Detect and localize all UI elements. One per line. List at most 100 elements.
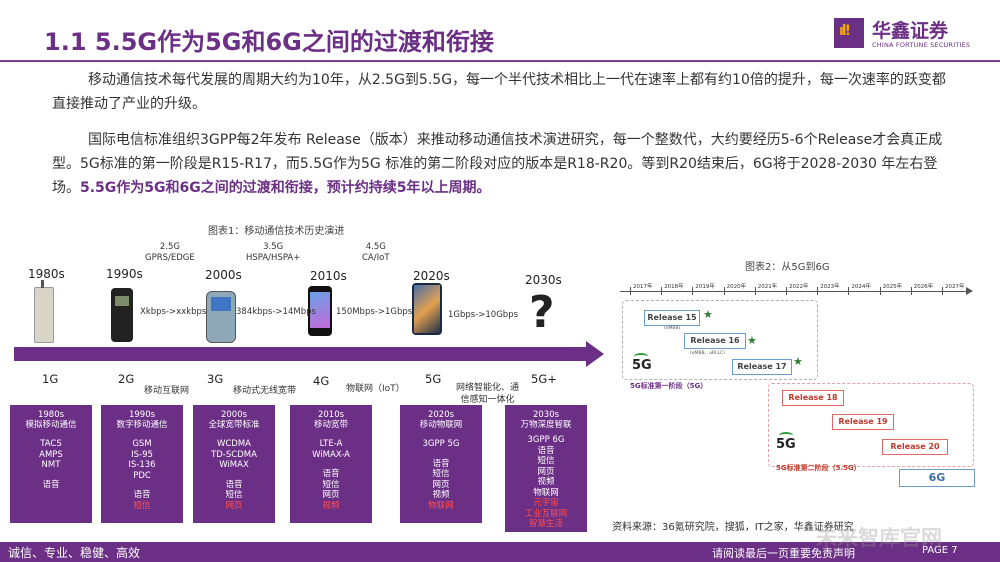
year-label: 2024年: [851, 284, 871, 290]
card-app: 短信: [432, 469, 450, 479]
star-icon: ★: [747, 334, 757, 347]
year-tick: [661, 287, 663, 295]
fiveg-logo-1: 5G: [632, 358, 652, 373]
era-1990s: 1990s: [106, 267, 143, 281]
card-standard: GSM: [132, 439, 152, 449]
year-tick: [848, 287, 850, 295]
std-top-2-5g-l2: GPRS/EDGE: [145, 253, 195, 263]
footer-slogan: 诚信、专业、稳健、高效: [8, 546, 141, 560]
card-app: 语音: [537, 445, 555, 456]
page-header: 1.1 5.5G作为5G和6G之间的过渡和衔接 ıl! 华鑫证券 CHINA F…: [0, 0, 1000, 62]
card-title: 移动物联网: [419, 420, 463, 430]
year-label: 2019年: [695, 284, 715, 290]
phone-2010s-icon: [308, 286, 332, 336]
card-app: 短信: [322, 479, 340, 490]
gen-1g: 1G: [42, 372, 59, 386]
card-title: 全球宽带标准: [208, 420, 260, 430]
phone-1980s-icon: [34, 280, 54, 343]
year-tick: [630, 287, 631, 295]
release-16: Release 16: [684, 333, 746, 349]
std-top-4-5g: 4.5G CA/IoT: [362, 242, 390, 264]
card-app: 语音: [432, 458, 450, 469]
year-tick: [786, 287, 787, 295]
card-app-new: 视频: [322, 500, 340, 511]
gen-4g: 4G: [313, 374, 330, 388]
card-app-new: 智慧生活: [528, 519, 563, 529]
card-standard: 3GPP 6G: [527, 435, 565, 445]
card-title: 万物深度智联: [520, 420, 572, 430]
era-card-2010s: 2010s 移动宽带 LTE-A WiMAX-A 语音 短信 网页 视频: [290, 405, 372, 523]
logo-name-en: CHINA FORTUNE SECURITIES: [872, 41, 971, 49]
era-card-2020s: 2020s 移动物联网 3GPP 5G 语音 短信 网页 视频 物联网: [400, 405, 482, 523]
release-18: Release 18: [782, 390, 844, 406]
speed-5g: 1Gbps->10Gbps: [448, 310, 519, 320]
year-tick: [910, 287, 912, 295]
year-axis-arrow-icon: [966, 287, 973, 295]
year-label: 2026年: [913, 284, 934, 290]
card-app: 网页: [537, 466, 555, 477]
watermark: 未来智库官网: [816, 526, 942, 550]
era-card-2030s: 2030s 万物深度智联 3GPP 6G 语音 短信 网页 视频 物联网 元宇宙…: [505, 405, 587, 532]
card-year: 1990s: [128, 410, 156, 420]
card-app-new: 工业互联网: [524, 508, 568, 519]
gen-2g: 2G: [118, 372, 135, 386]
card-app-new: 短信: [133, 500, 151, 511]
release-20: Release 20: [882, 439, 948, 455]
card-app: 网页: [432, 479, 450, 490]
year-label: 2022年: [789, 284, 809, 290]
signal-wave-icon: [779, 432, 793, 439]
year-label: 2025年: [882, 284, 903, 290]
card-standard: WCDMA: [216, 439, 252, 449]
sixg-box: 6G: [899, 469, 975, 487]
feature-iot: 物联网（IoT）: [346, 384, 405, 394]
year-label: 2023年: [820, 284, 840, 290]
feature-mobile-broadband: 移动式无线宽带: [233, 386, 297, 396]
card-app-new: 物联网: [428, 500, 454, 511]
gen-5g: 5G: [425, 372, 442, 386]
company-logo: ıl! 华鑫证券 CHINA FORTUNE SECURITIES: [834, 16, 970, 56]
card-standard: IS-95: [131, 449, 153, 460]
year-tick: [942, 287, 943, 295]
source-note: 资料来源：36氪研究院，搜狐，IT之家，华鑫证券研究: [612, 522, 854, 533]
page-title: 1.1 5.5G作为5G和6G之间的过渡和衔接: [44, 28, 494, 56]
paragraph-2: 国际电信标准组织3GPP每2年发布 Release（版本）来推动移动通信技术演进…: [52, 128, 952, 200]
release-15: Release 15: [644, 310, 700, 326]
era-2030s: 2030s: [525, 273, 562, 287]
year-label: 2027年: [945, 284, 965, 290]
card-standard: AMPS: [39, 449, 63, 460]
gen-5g-plus: 5G+: [531, 372, 557, 386]
phase2-label: 5G标准第二阶段（5.5G）: [776, 464, 861, 472]
year-tick: [754, 287, 756, 295]
release-16-sub: (eMBB、uRLLC): [690, 351, 725, 356]
era-card-1980s: 1980s 模拟移动通信 TACS AMPS NMT 语音: [10, 405, 92, 523]
std-top-2-5g: 2.5G GPRS/EDGE: [145, 242, 195, 264]
gen-3g: 3G: [207, 372, 224, 386]
logo-icon: ıl!: [834, 18, 864, 48]
figure2-caption: 图表2：从5G到6G: [745, 262, 830, 273]
question-mark-icon: ?: [529, 287, 555, 338]
card-standard: TD-SCDMA: [211, 449, 257, 460]
page-footer: 诚信、专业、稳健、高效 请阅读最后一页重要免责声明 PAGE 7: [0, 542, 1000, 562]
card-app: 语音: [42, 479, 60, 490]
year-label: 2018年: [664, 284, 684, 290]
phase1-box: [622, 300, 818, 380]
paragraph-1: 移动通信技术每代发展的周期大约为10年，从2.5G到5.5G，每一个半代技术相比…: [52, 72, 946, 112]
card-year: 2000s: [220, 410, 248, 420]
figure1-caption: 图表1：移动通信技术历史演进: [208, 226, 345, 237]
year-tick: [723, 287, 725, 295]
page-number: PAGE 7: [922, 545, 958, 556]
card-year: 2030s: [532, 410, 560, 420]
phase2-box: [768, 383, 974, 467]
year-axis: [620, 291, 970, 292]
feature-intelligence: 网络智能化、通 信感知一体化: [456, 382, 519, 406]
card-standard: WiMAX: [219, 460, 249, 470]
phone-2000s-icon: [206, 291, 236, 343]
card-standard: WiMAX-A: [312, 449, 350, 460]
card-app-new: 元宇宙: [533, 498, 559, 508]
speed-4g: 150Mbps->1Gbps: [336, 307, 413, 317]
era-card-1990s: 1990s 数字移动通信 GSM IS-95 IS-136 PDC 语音 短信: [101, 405, 183, 523]
card-app: 短信: [537, 456, 555, 466]
fiveg-logo-2: 5G: [776, 437, 796, 452]
year-tick: [817, 287, 819, 295]
card-title: 移动宽带: [313, 420, 348, 430]
